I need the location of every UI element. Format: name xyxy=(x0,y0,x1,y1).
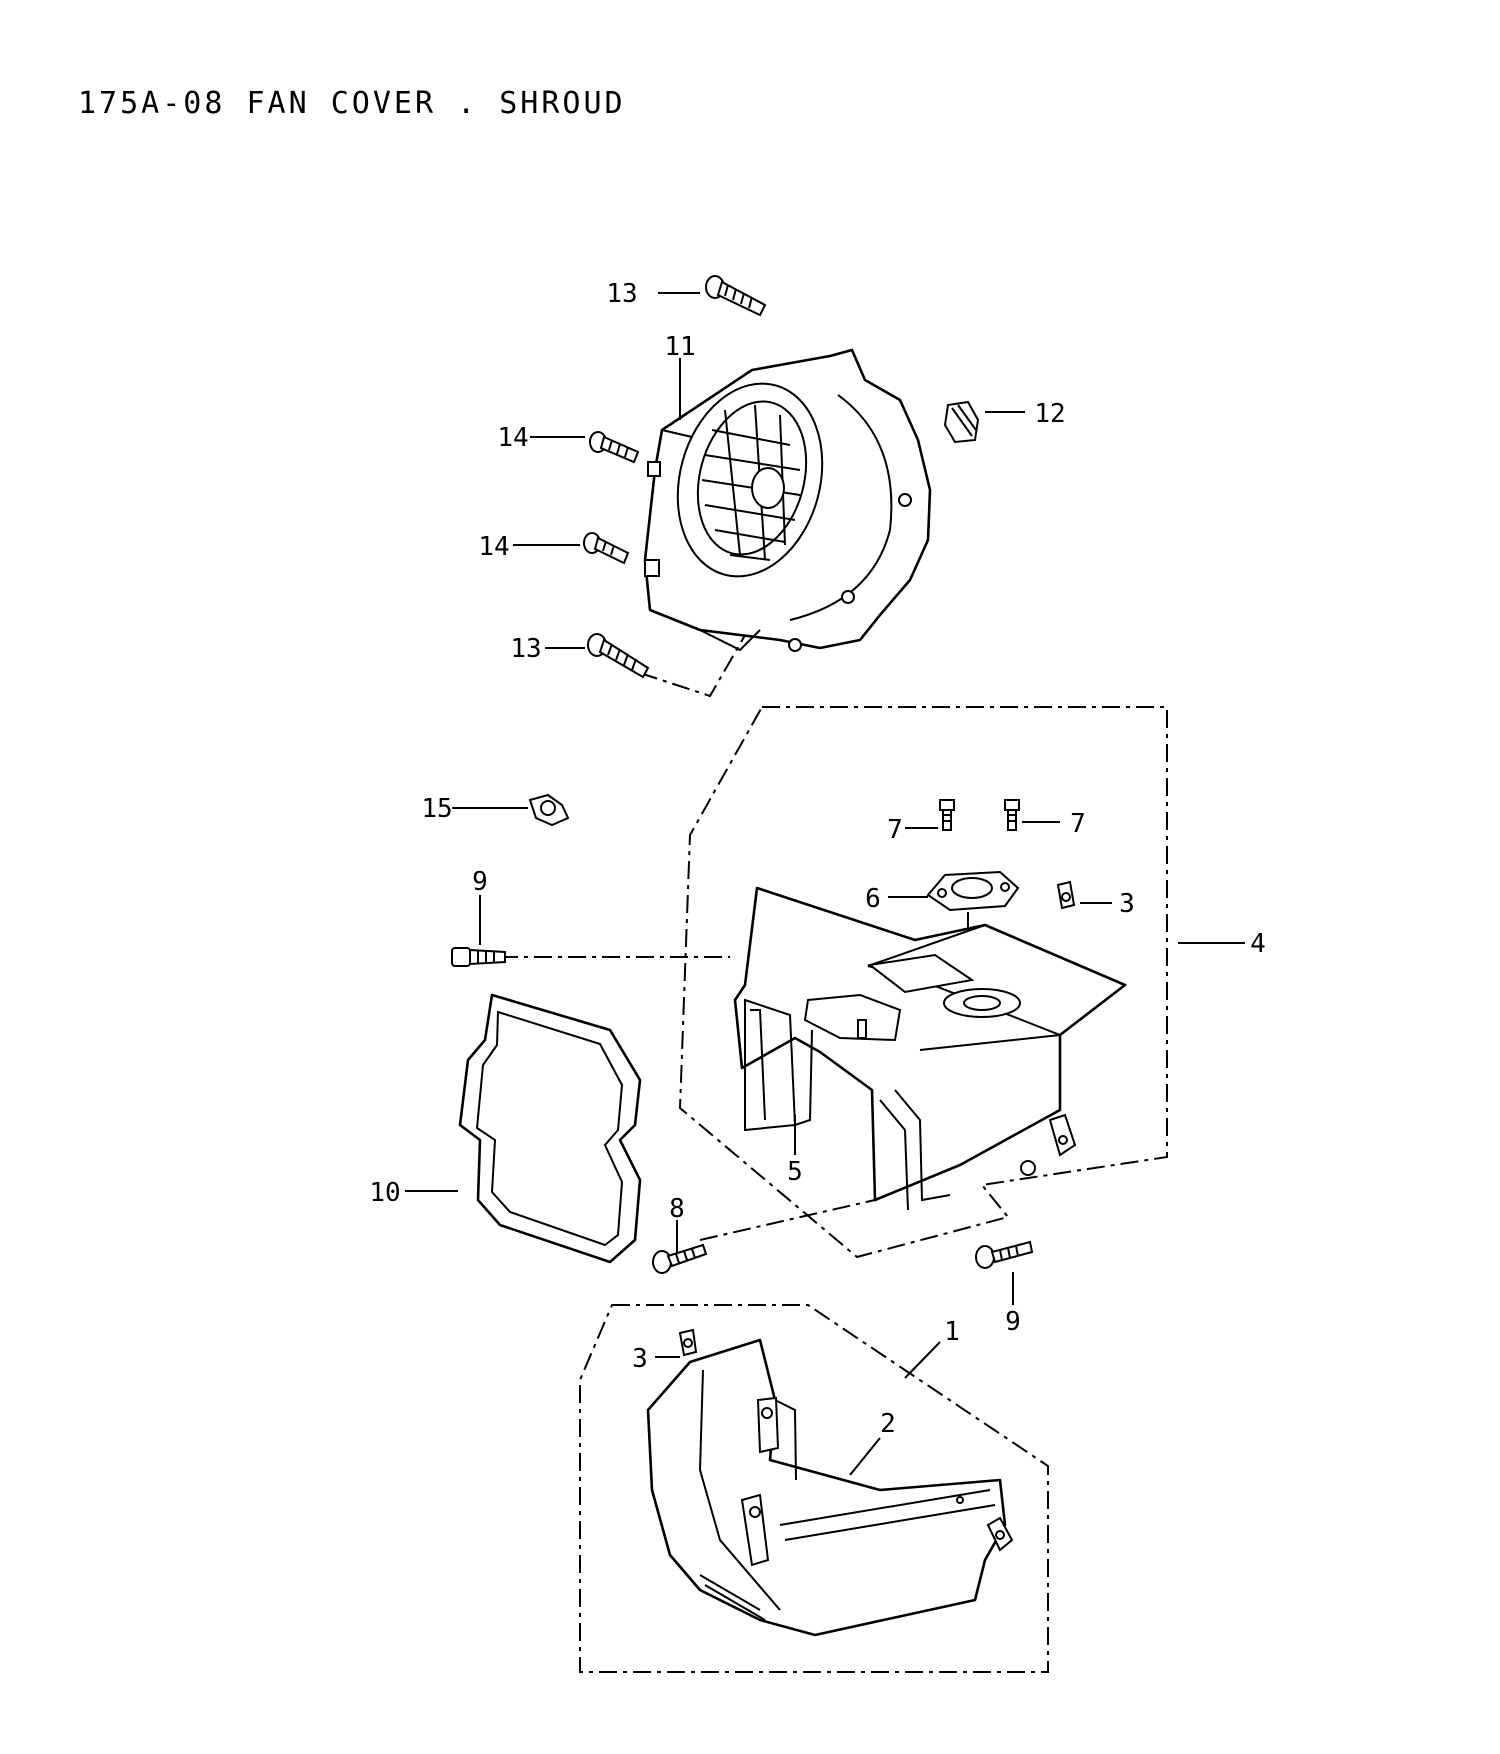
nut-3-upper xyxy=(1056,880,1076,910)
screw-9-left xyxy=(451,947,506,967)
gasket-10 xyxy=(458,993,642,1264)
part-label-9-right: 9 xyxy=(1005,1307,1021,1337)
page-title: 175A-08 FAN COVER . SHROUD xyxy=(78,86,626,121)
part-label-12: 12 xyxy=(1034,399,1065,429)
part-label-7-left: 7 xyxy=(887,815,903,845)
part-label-7-right: 7 xyxy=(1070,809,1086,839)
part-label-13-bottom: 13 xyxy=(510,634,541,664)
part-label-14-lower: 14 xyxy=(478,532,509,562)
lower-shroud-part-2 xyxy=(646,1338,1014,1637)
screw-13-bottom-alignment xyxy=(639,629,749,698)
part-label-6: 6 xyxy=(865,884,881,914)
leader-lines xyxy=(405,292,1245,1476)
bolt-7-left xyxy=(939,799,955,831)
part-label-13-top: 13 xyxy=(606,279,637,309)
fan-cover-part-11 xyxy=(643,348,932,652)
part-label-4: 4 xyxy=(1250,929,1266,959)
clip-12 xyxy=(943,400,980,444)
part-label-3-lower: 3 xyxy=(632,1344,648,1374)
part-label-8: 8 xyxy=(669,1194,685,1224)
shroud-part-5 xyxy=(733,886,1127,1211)
part-label-15: 15 xyxy=(421,794,452,824)
screw-8-alignment xyxy=(699,1199,876,1241)
bolt-7-right xyxy=(1004,799,1020,831)
part-label-10: 10 xyxy=(369,1178,400,1208)
part-label-11: 11 xyxy=(664,332,695,362)
grommet-6 xyxy=(926,870,1020,912)
part-label-9-left: 9 xyxy=(472,867,488,897)
assembly-1-boundary xyxy=(579,1304,1049,1673)
screw-13-bottom xyxy=(587,633,650,679)
screw-14-lower xyxy=(583,532,630,565)
part-label-5: 5 xyxy=(787,1157,803,1187)
screw-9-right xyxy=(975,1240,1034,1269)
screw-8 xyxy=(652,1243,708,1274)
part-label-1: 1 xyxy=(944,1317,960,1347)
screw-13-top xyxy=(705,275,767,317)
screw-14-upper xyxy=(589,431,640,464)
part-label-14-upper: 14 xyxy=(497,423,528,453)
part-label-2: 2 xyxy=(880,1409,896,1439)
nut-3-lower xyxy=(678,1328,698,1357)
part-label-3-upper: 3 xyxy=(1119,889,1135,919)
assembly-4-boundary xyxy=(678,706,1168,1259)
cap-15 xyxy=(528,793,570,827)
